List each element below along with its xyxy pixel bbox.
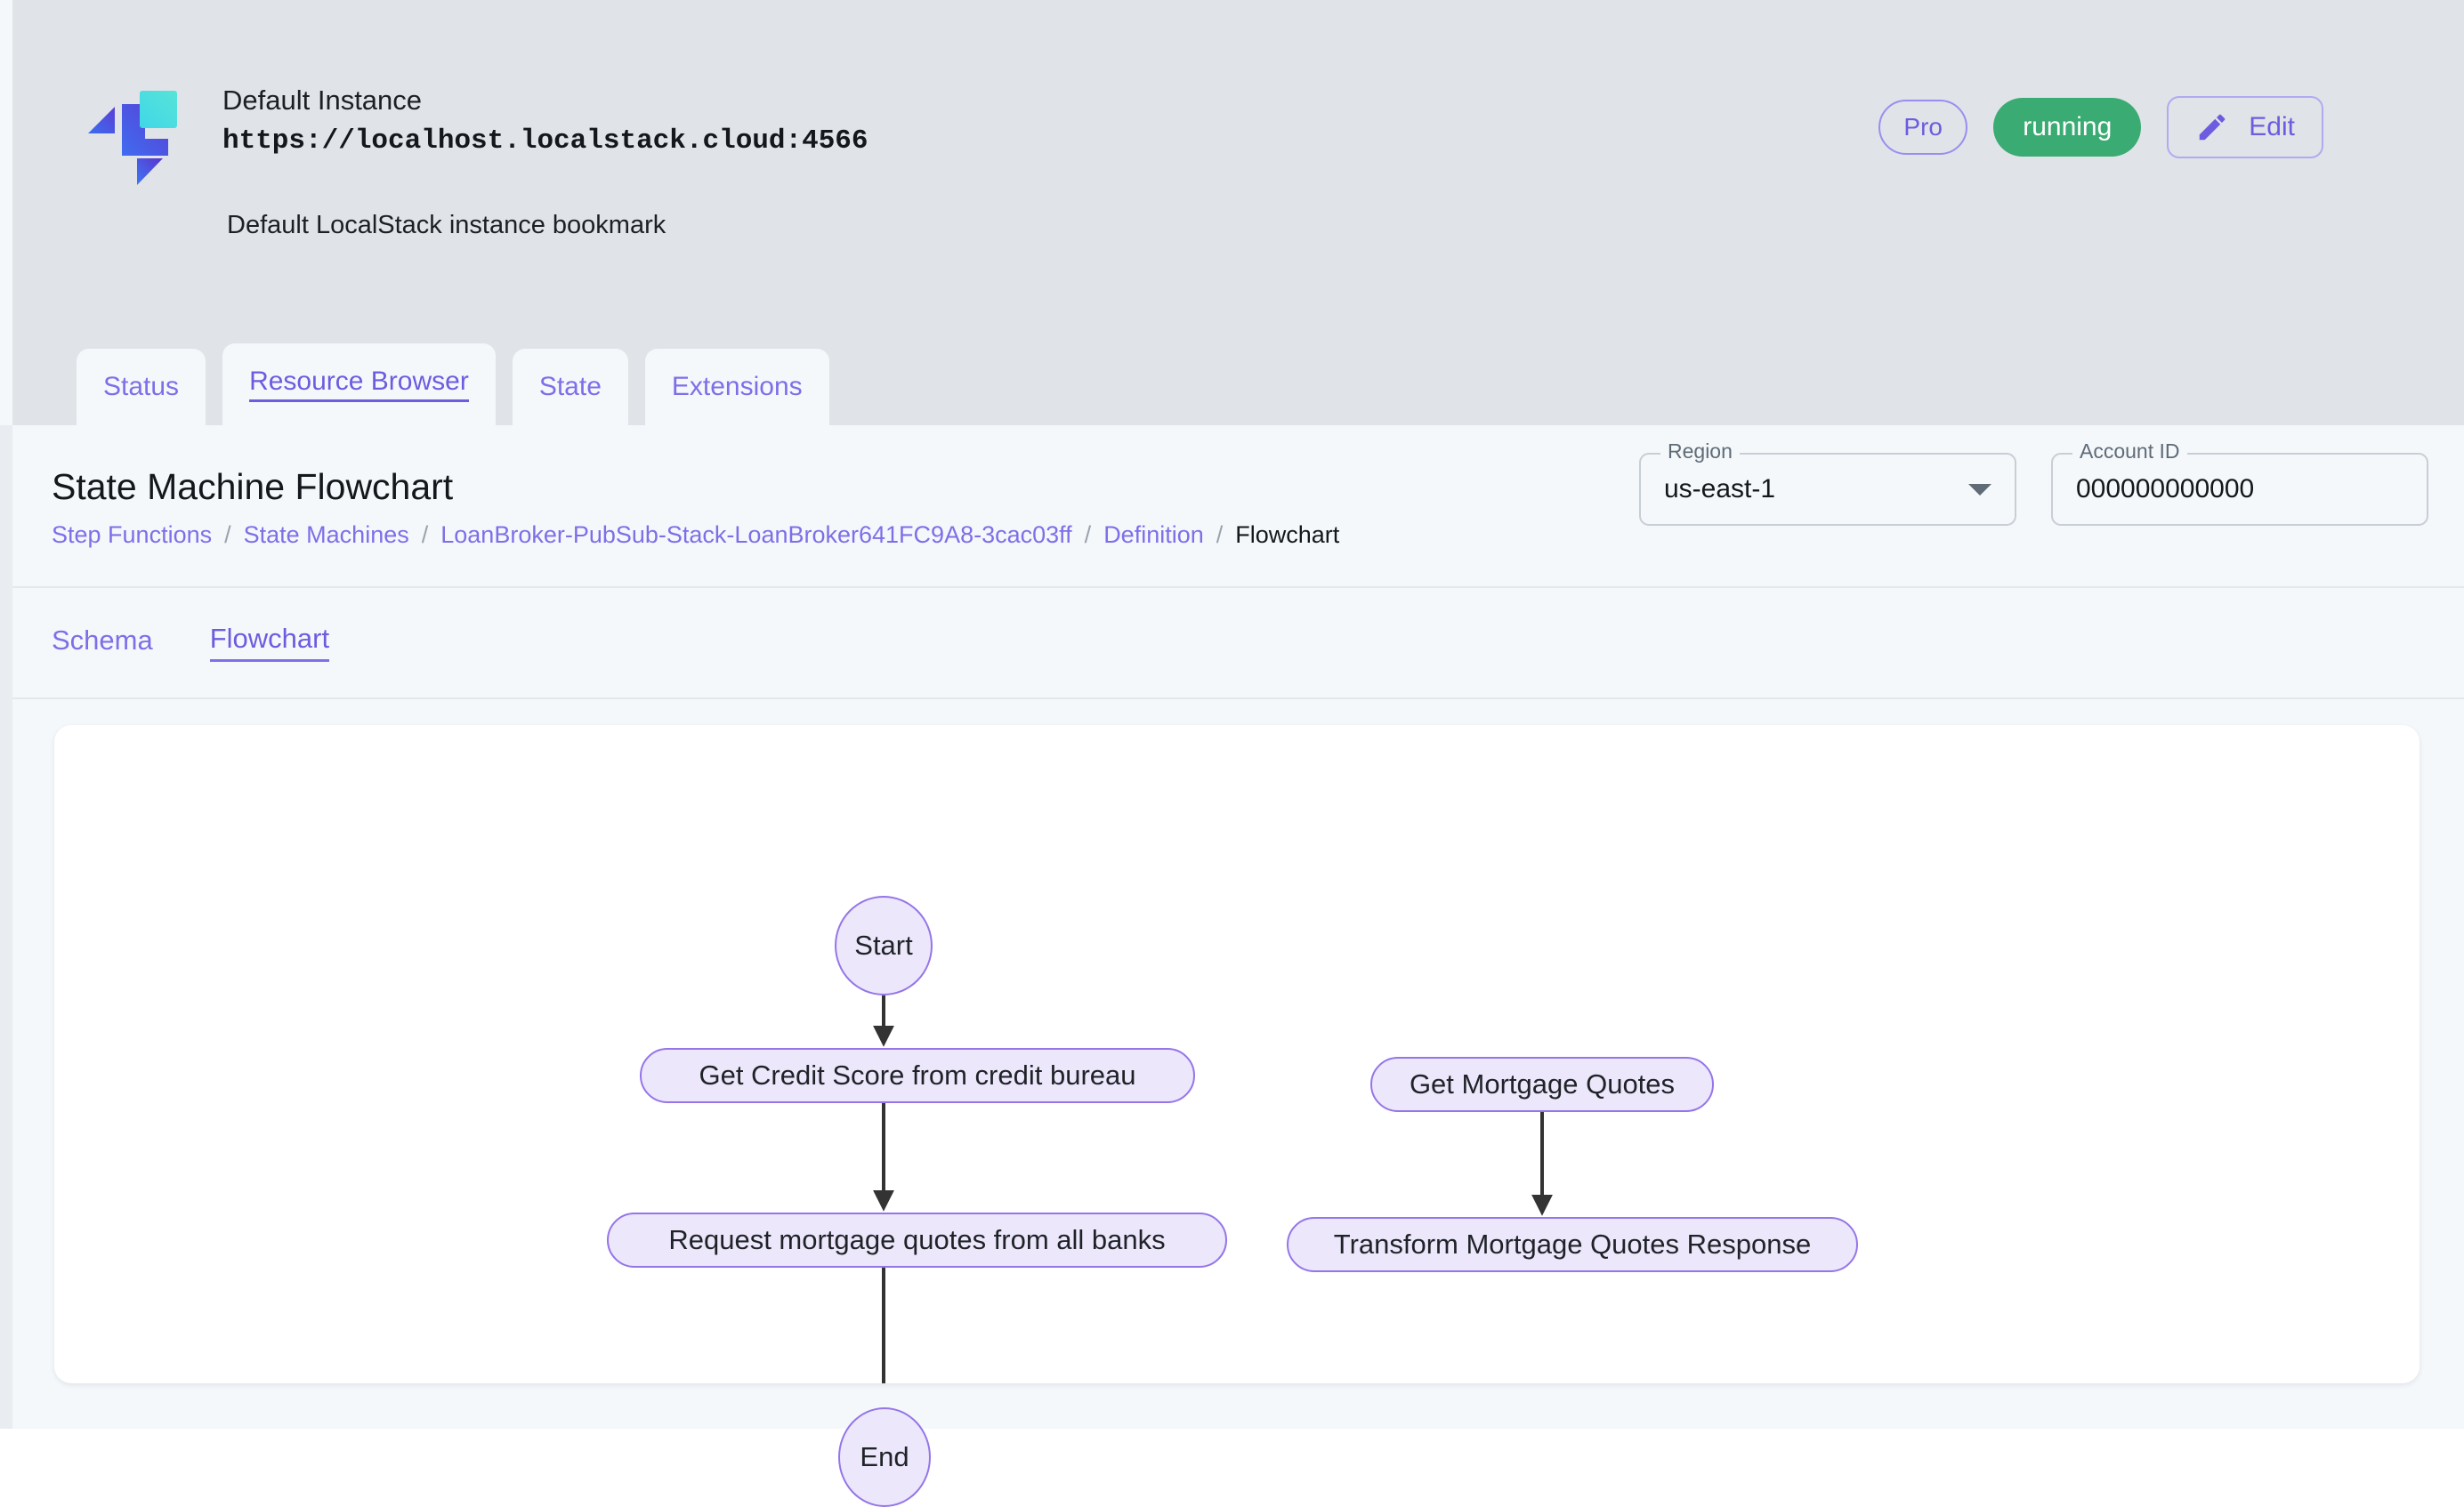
breadcrumb-separator: / — [1216, 521, 1224, 549]
subtab-schema[interactable]: Schema — [52, 624, 153, 656]
instance-url: https://localhost.localstack.cloud:4566 — [222, 125, 868, 157]
divider-top — [12, 586, 2464, 588]
tab-status-label: Status — [103, 372, 180, 401]
tab-extensions[interactable]: Extensions — [644, 349, 829, 425]
flowchart-card: Start Get Credit Score from credit burea… — [54, 725, 2420, 1507]
breadcrumb-item-flowchart: Flowchart — [1235, 521, 1340, 549]
content-left-gutter — [0, 425, 12, 1429]
header-actions: Pro running Edit — [1878, 96, 2323, 158]
header-left-gutter — [0, 0, 12, 425]
primary-tabs: Status Resource Browser State Extensions — [77, 343, 829, 425]
breadcrumb-separator: / — [1084, 521, 1092, 549]
flowchart-edges — [873, 995, 1553, 1383]
flow-node-end[interactable]: End — [838, 1407, 931, 1507]
flowchart-canvas[interactable]: Start Get Credit Score from credit burea… — [54, 725, 2420, 1507]
tab-state[interactable]: State — [512, 349, 628, 425]
account-id-field[interactable]: Account ID 000000000000 — [2051, 441, 2428, 526]
flow-node-get-credit-score[interactable]: Get Credit Score from credit bureau — [640, 1048, 1195, 1103]
region-value: us-east-1 — [1664, 474, 1776, 504]
chevron-down-icon[interactable] — [1968, 483, 1991, 496]
edit-button[interactable]: Edit — [2167, 96, 2323, 158]
flow-node-request-mortgage-quotes[interactable]: Request mortgage quotes from all banks — [607, 1213, 1227, 1268]
tab-resource-browser[interactable]: Resource Browser — [222, 343, 496, 425]
pro-badge[interactable]: Pro — [1878, 100, 1968, 155]
breadcrumb-item-definition[interactable]: Definition — [1103, 521, 1204, 549]
instance-name: Default Instance — [222, 85, 423, 116]
edit-button-label: Edit — [2249, 112, 2295, 141]
brand-text: Default Instance https://localhost.local… — [222, 84, 868, 160]
breadcrumb-separator: / — [224, 521, 231, 549]
divider-bottom — [12, 697, 2464, 699]
tab-status[interactable]: Status — [77, 349, 206, 425]
pencil-icon — [2195, 110, 2229, 144]
page-title: State Machine Flowchart — [52, 466, 454, 507]
account-id-value: 000000000000 — [2076, 474, 2255, 504]
tab-state-label: State — [538, 372, 602, 401]
localstack-logo-icon — [86, 80, 186, 189]
instance-description: Default LocalStack instance bookmark — [227, 211, 666, 239]
flow-node-get-mortgage-quotes[interactable]: Get Mortgage Quotes — [1370, 1057, 1714, 1112]
breadcrumb-item-step-functions[interactable]: Step Functions — [52, 521, 213, 549]
title-block: State Machine Flowchart Step Functions /… — [52, 465, 1339, 549]
sub-tabs: Schema Flowchart — [52, 610, 330, 674]
brand-row: Default Instance https://localhost.local… — [86, 80, 868, 189]
flow-node-start[interactable]: Start — [835, 896, 933, 995]
tab-extensions-label: Extensions — [671, 372, 803, 401]
tab-resource-browser-label: Resource Browser — [249, 367, 469, 402]
breadcrumb-item-state-machine-name[interactable]: LoanBroker-PubSub-Stack-LoanBroker641FC9… — [440, 521, 1072, 549]
region-account-fields: Region us-east-1 Account ID 000000000000 — [1639, 441, 2428, 526]
subtab-flowchart[interactable]: Flowchart — [209, 623, 330, 662]
account-id-label: Account ID — [2072, 441, 2187, 462]
status-badge[interactable]: running — [1993, 98, 2142, 157]
flow-node-transform-mortgage-quotes-response[interactable]: Transform Mortgage Quotes Response — [1287, 1217, 1858, 1272]
region-label: Region — [1660, 441, 1740, 462]
breadcrumb-separator: / — [421, 521, 429, 549]
content-panel: State Machine Flowchart Step Functions /… — [0, 425, 2464, 1507]
region-select[interactable]: Region us-east-1 — [1639, 441, 2016, 526]
breadcrumb-item-state-machines[interactable]: State Machines — [243, 521, 409, 549]
breadcrumb: Step Functions / State Machines / LoanBr… — [52, 521, 1339, 549]
instance-header: Default Instance https://localhost.local… — [0, 0, 2464, 425]
